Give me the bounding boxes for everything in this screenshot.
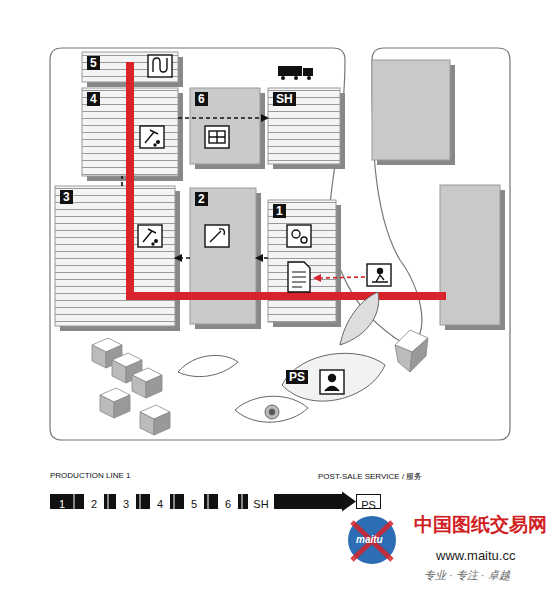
step-number: 5 [188, 498, 200, 510]
step-number: 4 [154, 498, 166, 510]
building-2: 2 [190, 188, 256, 324]
building-1: 1 [268, 200, 336, 322]
flow-arrow [256, 257, 268, 259]
building-number: 6 [195, 92, 208, 106]
building-number: 3 [60, 190, 73, 204]
site-boundary [50, 48, 510, 440]
caption-text: POST-SALE SERVICE / 服务 [318, 471, 422, 482]
watermark-url: www.maitu.cc [436, 548, 515, 563]
icons [138, 55, 391, 394]
flow-arrow [178, 117, 268, 119]
shipping-building: SH [268, 88, 340, 164]
sequence-bar [50, 494, 272, 509]
building-5: 5 [82, 52, 178, 82]
sequence-step: 2 [84, 494, 104, 509]
order-leader [313, 274, 365, 282]
building-6: 6 [190, 88, 260, 164]
building-number: 4 [87, 92, 100, 106]
step-number: PS [358, 499, 379, 511]
sequence-step: 3 [116, 494, 136, 509]
step-number: 2 [88, 498, 100, 510]
step-number: 6 [222, 498, 234, 510]
neighbour-blocks [372, 60, 505, 330]
watermark-text: 中国图纸交易网 [414, 512, 547, 538]
flow-arrow [175, 257, 190, 259]
building-3: 3 [55, 186, 175, 326]
buildings [55, 52, 345, 331]
post-sale-pavilion: PS [286, 358, 318, 398]
building-number: SH [273, 92, 296, 106]
cube-clusters [92, 330, 428, 435]
production-spine [126, 62, 446, 300]
sequence-step: 5 [184, 494, 204, 509]
sequence-arrow [274, 494, 343, 509]
building-number: 2 [195, 192, 208, 206]
building-number: 5 [87, 56, 100, 70]
step-number: SH [250, 498, 271, 510]
arrow-head [342, 492, 356, 512]
building-4: 4 [82, 88, 178, 176]
sequence-step: 1 [52, 494, 72, 509]
step-number: 1 [56, 498, 68, 510]
sequence-step: SH [248, 494, 274, 509]
building-number: 1 [273, 204, 286, 218]
caption-text: PRODUCTION LINE 1 [50, 471, 130, 480]
logo-text: maitu [356, 534, 383, 545]
flow-arrow [121, 176, 123, 186]
step-number: 3 [120, 498, 132, 510]
sequence-step: 4 [150, 494, 170, 509]
sequence-step: PS [356, 494, 381, 509]
building-number: PS [286, 370, 308, 384]
watermark-logo [348, 516, 396, 564]
sequence-step: 6 [218, 494, 238, 509]
landscape [178, 292, 385, 422]
watermark-slogan: 专业 · 专注 · 卓越 [424, 568, 510, 583]
